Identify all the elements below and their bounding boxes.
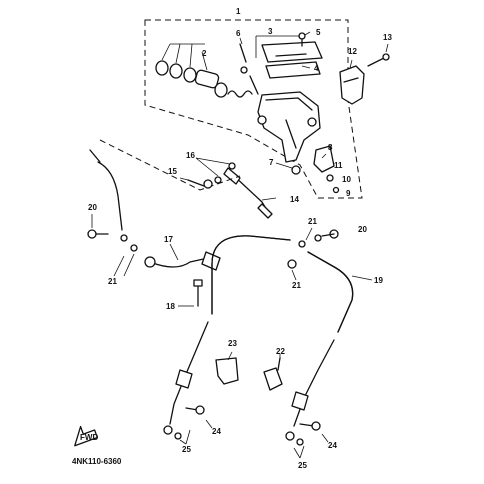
- callout-16: 16: [186, 151, 195, 160]
- callout-4: 4: [314, 64, 319, 73]
- callout-21c: 21: [292, 281, 301, 290]
- callout-25a: 25: [182, 445, 191, 454]
- callout-5: 5: [316, 28, 321, 37]
- left-lower-hose: [163, 321, 209, 440]
- callout-22: 22: [276, 347, 285, 356]
- callout-9: 9: [346, 189, 351, 198]
- callout-20a: 20: [88, 203, 97, 212]
- left-hose: [89, 149, 138, 252]
- brake-pipe-19: [211, 235, 373, 333]
- hose-clamps: [215, 351, 283, 391]
- callout-21a: 21: [108, 277, 117, 286]
- washers-25: [179, 429, 305, 459]
- callout-1: 1: [236, 7, 241, 16]
- master-cylinder-body: [240, 66, 321, 163]
- callout-11: 11: [334, 161, 343, 170]
- assembly-boundary: [144, 19, 363, 199]
- bolt-20-left: [87, 214, 109, 239]
- bolts-24: [185, 405, 329, 443]
- callout-10: 10: [342, 175, 351, 184]
- fwd-arrow: FWD: [74, 425, 98, 447]
- callout-17: 17: [164, 235, 173, 244]
- fwd-label: FWD: [80, 433, 98, 442]
- callout-6: 6: [236, 29, 241, 38]
- bolt-13: [367, 43, 390, 67]
- callout-18: 18: [166, 302, 175, 311]
- callout-2: 2: [202, 49, 207, 58]
- piston-kit: [155, 43, 253, 98]
- brake-switch: [275, 145, 340, 194]
- callout-7: 7: [269, 158, 274, 167]
- callout-20b: 20: [358, 225, 367, 234]
- callout-13: 13: [383, 33, 392, 42]
- callout-24a: 24: [212, 427, 221, 436]
- reservoir-cap: [255, 31, 323, 79]
- callout-labels: 1 2 3 4 5 6 7 8 9 10 11 12 13 14 15 16 1…: [88, 7, 392, 470]
- drawing-code: 4NK110-6360: [72, 457, 122, 466]
- washers-21: [113, 227, 313, 281]
- upper-brake-hose: [99, 139, 277, 219]
- bolt-20-right: [314, 229, 339, 242]
- right-lower-hose: [285, 339, 335, 446]
- lever-holder: [339, 59, 365, 105]
- callout-24b: 24: [328, 441, 337, 450]
- callout-21b: 21: [308, 217, 317, 226]
- banjo-bolt-upper: [179, 157, 236, 189]
- callout-14: 14: [290, 195, 299, 204]
- callout-23: 23: [228, 339, 237, 348]
- screw-6: [239, 37, 247, 63]
- callout-12: 12: [348, 47, 357, 56]
- callout-15: 15: [168, 167, 177, 176]
- brake-joint: [144, 243, 221, 307]
- callout-3: 3: [268, 27, 273, 36]
- callout-25b: 25: [298, 461, 307, 470]
- callout-19: 19: [374, 276, 383, 285]
- callout-8: 8: [328, 143, 333, 152]
